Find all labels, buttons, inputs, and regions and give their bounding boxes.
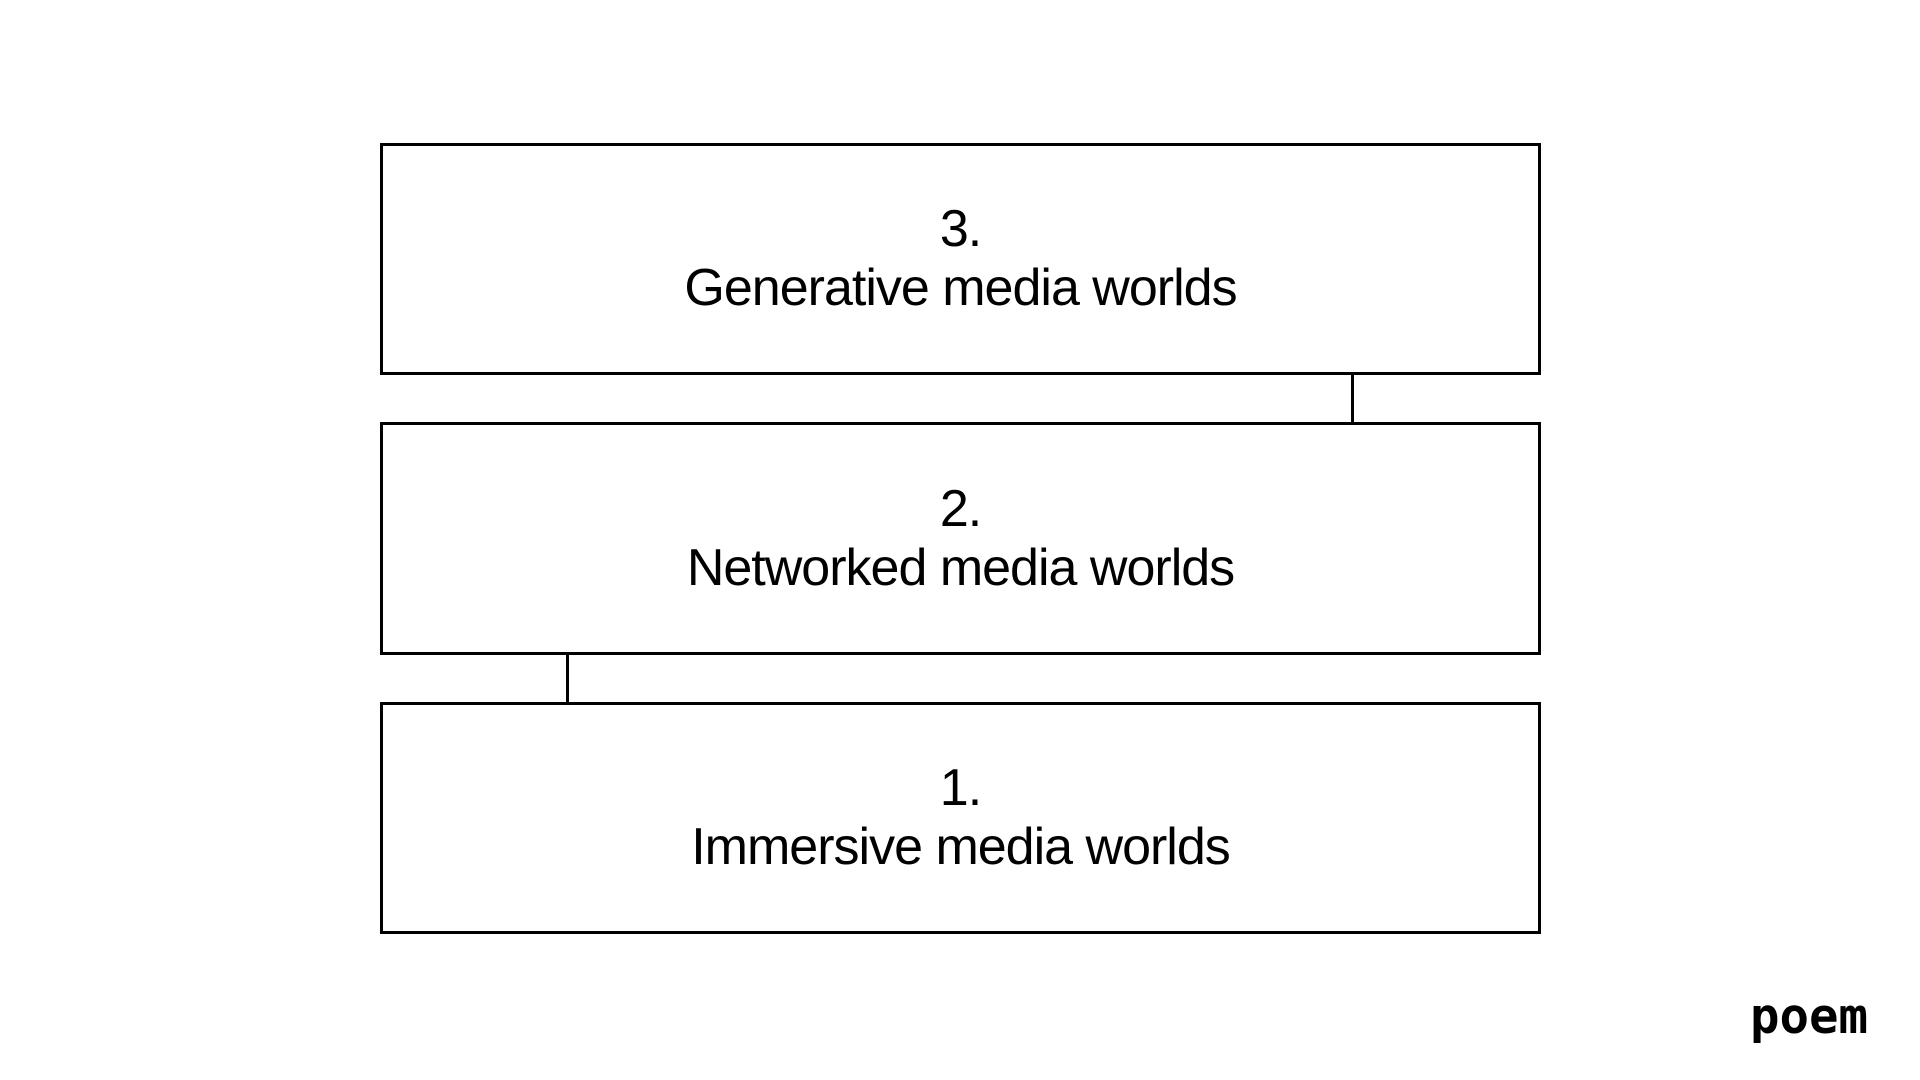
layer-box-text: 1. Immersive media worlds	[691, 759, 1231, 877]
layer-label: Networked media worlds	[686, 538, 1235, 597]
layer-number: 1.	[939, 759, 982, 817]
connector-line-top	[1351, 375, 1354, 422]
layer-box-generative: 3. Generative media worlds	[380, 143, 1541, 375]
layer-box-networked: 2. Networked media worlds	[380, 422, 1541, 655]
layer-number: 2.	[939, 479, 982, 538]
poem-logo: poem	[1750, 988, 1869, 1045]
layer-label: Immersive media worlds	[691, 818, 1231, 876]
layer-label: Generative media worlds	[684, 259, 1237, 317]
connector-line-bottom	[566, 655, 569, 702]
layer-box-immersive: 1. Immersive media worlds	[380, 702, 1541, 934]
layer-number: 3.	[939, 200, 982, 258]
layer-box-text: 2. Networked media worlds	[686, 479, 1235, 598]
layer-box-text: 3. Generative media worlds	[684, 200, 1237, 318]
